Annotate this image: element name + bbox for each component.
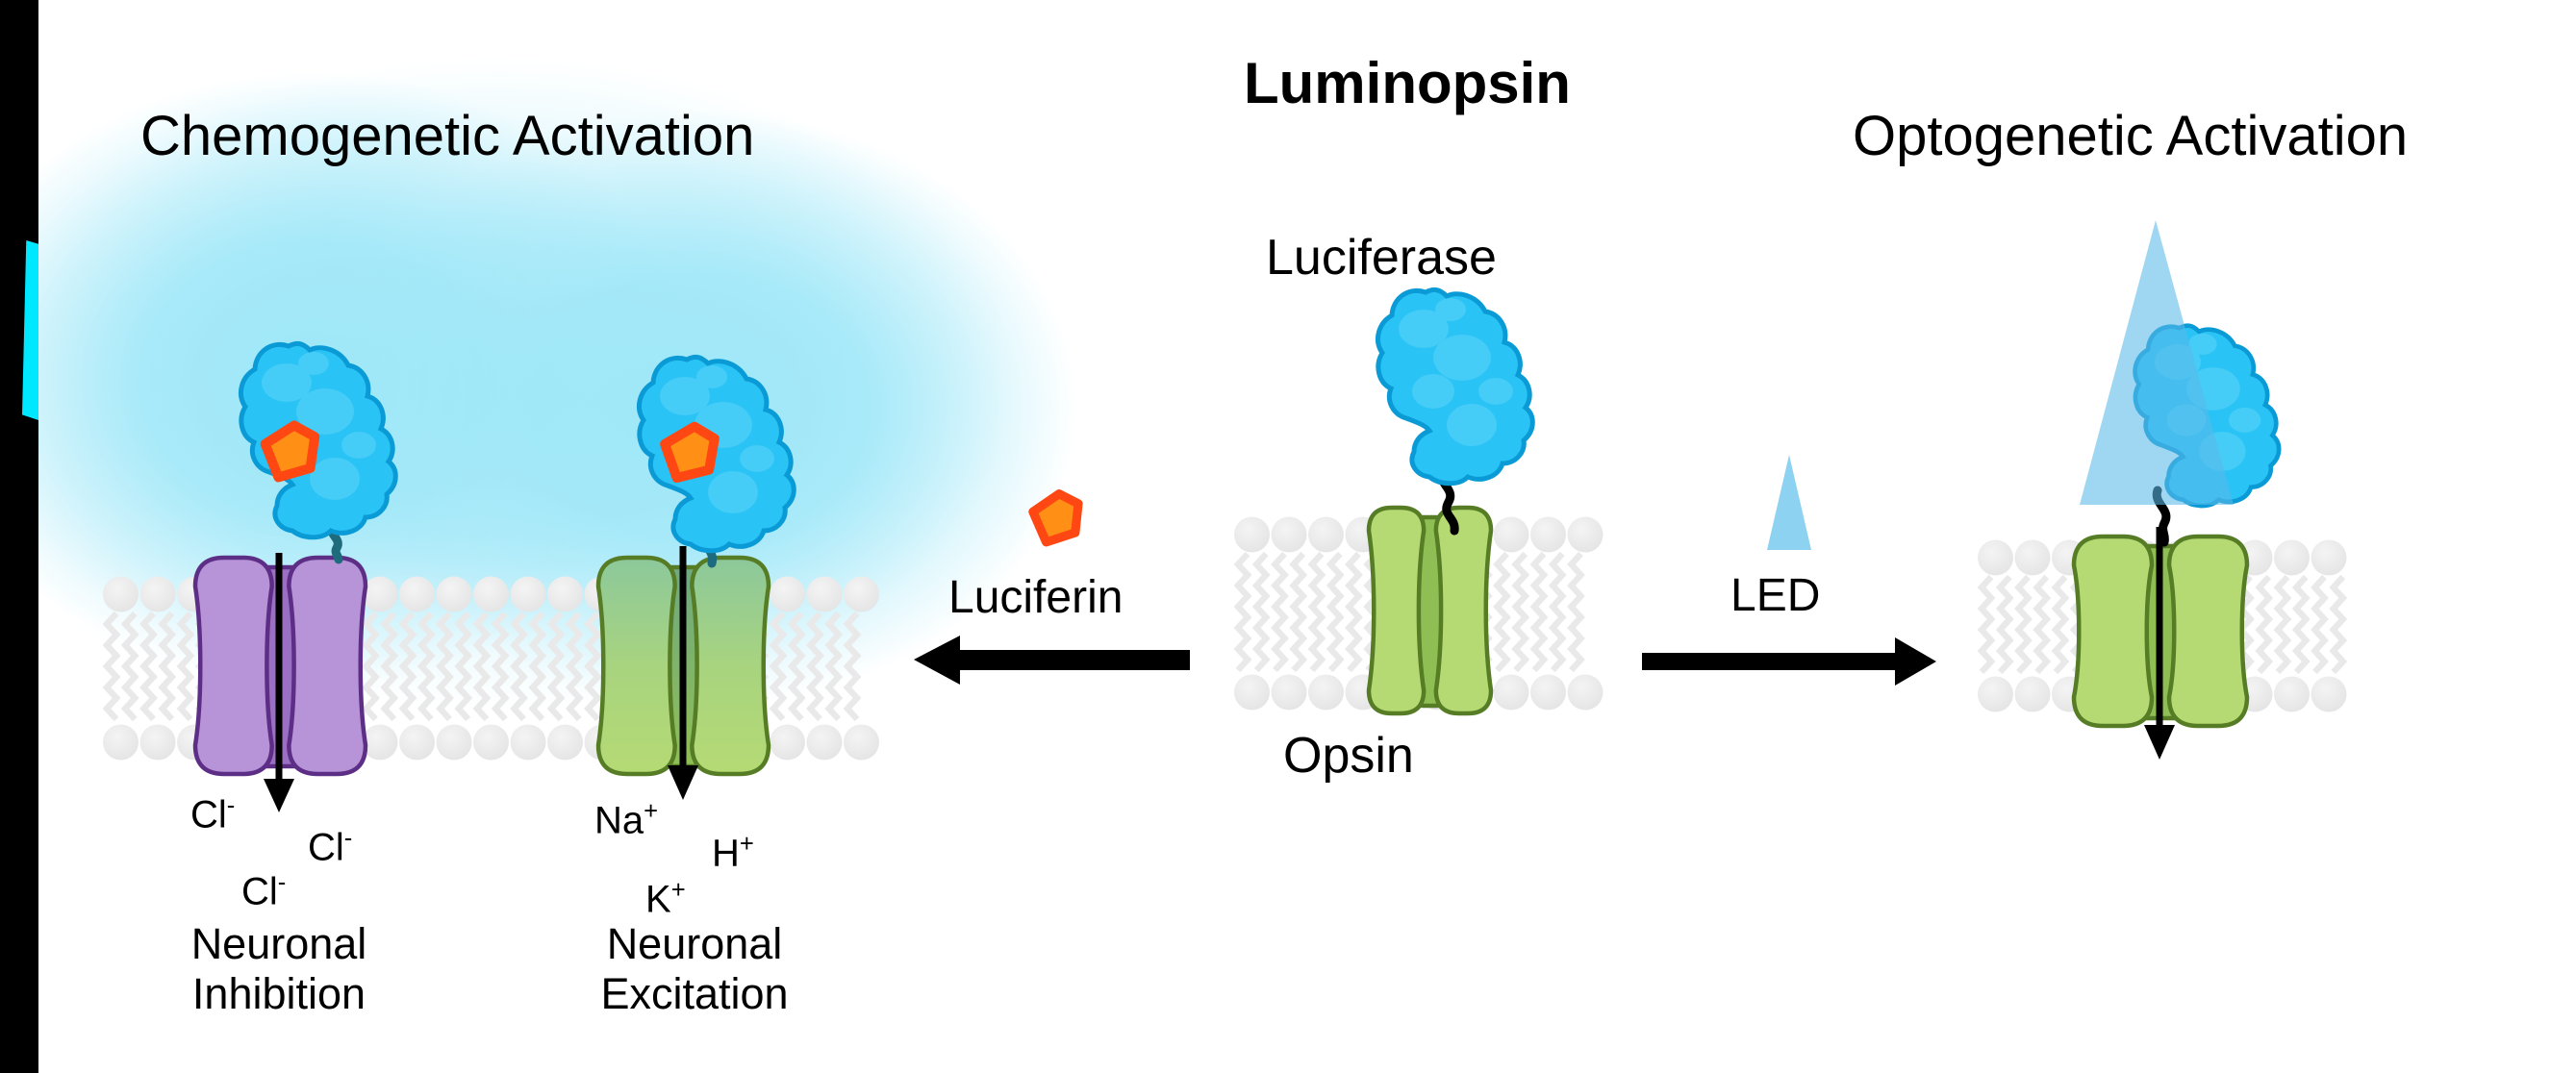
ion-label-k: K+ [645, 877, 686, 921]
bioluminescence-glow [0, 58, 1077, 711]
luciferin-pathway-arrow [914, 636, 1190, 685]
luciferase-blob-center [1377, 289, 1532, 483]
inhibition-caption-line1: Neuronal [190, 919, 367, 968]
luciferin-label: Luciferin [948, 572, 1124, 623]
left-edge-cyan-strip [22, 240, 38, 420]
inhibition-caption-line2: Inhibition [191, 969, 366, 1018]
ion-flow-arrow-right [2144, 527, 2175, 760]
ion-label-cl-1: Cl- [190, 792, 236, 836]
opsin-label: Opsin [1283, 728, 1414, 784]
led-label: LED [1730, 570, 1821, 621]
ion-label-h: H+ [712, 831, 754, 875]
opsin-channel [1366, 505, 1494, 716]
right-section-title: Optogenetic Activation [1853, 105, 2409, 167]
ion-flow-arrow-green [668, 546, 698, 800]
ion-label-cl-3: Cl- [241, 869, 287, 913]
figure-title: Luminopsin [1244, 51, 1571, 115]
ion-label-cl-2: Cl- [308, 825, 353, 869]
ion-label-na: Na+ [594, 798, 659, 842]
left-edge-black-bar [0, 0, 38, 1073]
led-pathway-arrow [1642, 637, 1936, 686]
led-icon [1767, 455, 1811, 550]
ion-flow-arrow-purple [264, 553, 294, 812]
excitation-caption-line2: Excitation [600, 969, 789, 1018]
excitation-caption-line1: Neuronal [606, 919, 783, 968]
led-light-beam [2080, 220, 2234, 505]
left-section-title: Chemogenetic Activation [140, 105, 755, 167]
excitation-caption: Neuronal Excitation [569, 919, 820, 1019]
luciferase-label: Luciferase [1266, 230, 1497, 286]
inhibition-caption: Neuronal Inhibition [154, 919, 404, 1019]
